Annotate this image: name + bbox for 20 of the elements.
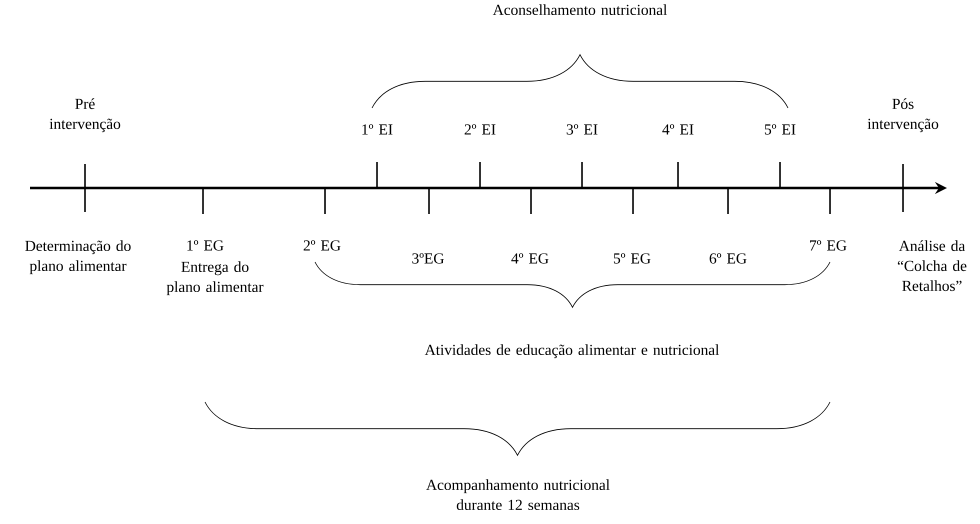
bracket-caption: Acompanhamento nutricional durante 12 semanas — [426, 479, 610, 510]
tick-label: 2º EI — [464, 124, 496, 134]
tick-label: 4º EI — [662, 124, 694, 134]
tick-label: 5º EI — [764, 124, 796, 135]
tick-label: Entrega do plano alimentar — [166, 261, 264, 296]
bracket-caption: Aconselhamento nutricional — [492, 4, 667, 16]
tick-label: 1º EG — [187, 240, 224, 251]
phase-label: Pós intervenção — [868, 98, 938, 132]
tick-label: 1º EI — [362, 124, 392, 134]
tick-label: 3º EI — [566, 124, 598, 135]
tick-label: 3ºEG — [412, 253, 444, 264]
phase-label: Pré intervenção — [50, 98, 120, 132]
tick-label: 2º EG — [304, 240, 340, 251]
tick-label: 5º EG — [614, 253, 650, 264]
tick-label: 4º EG — [511, 253, 548, 264]
bracket-caption: Atividades de educação alimentar e nutricional — [424, 344, 720, 358]
tick-label: Análise da “Colcha de Retalhos” — [898, 240, 966, 292]
tick-label: 7º EG — [810, 240, 846, 251]
tick-label: 6º EG — [710, 253, 746, 264]
tick-label: Determinação do plano alimentar — [25, 240, 131, 274]
